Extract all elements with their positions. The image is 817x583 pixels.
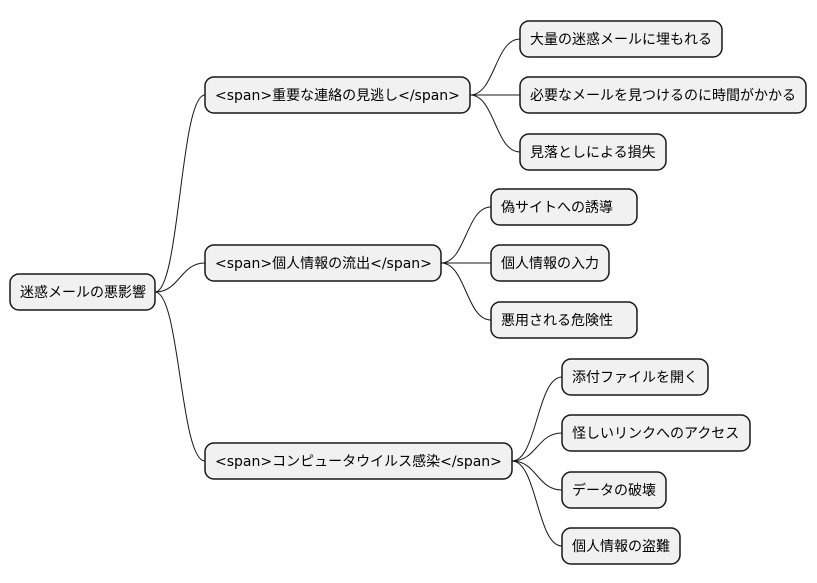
root-node: 迷惑メールの悪影響 [9, 273, 156, 311]
edge-branch-1-child-0 [440, 206, 492, 264]
edge-root-branch-0 [154, 94, 206, 293]
leaf-node-label: 見落としによる損失 [530, 145, 656, 161]
branch-node-label: <span>重要な連絡の見逃し</span> [215, 88, 460, 104]
leaf-node-label: 添付ファイルを開く [572, 370, 698, 386]
edge-branch-2-child-0 [511, 376, 563, 462]
root-node-label: 迷惑メールの悪影響 [20, 284, 146, 301]
leaf-node: データの破壊 [561, 471, 667, 509]
leaf-node-label: 大量の迷惑メールに埋もれる [530, 32, 712, 48]
edge-branch-0-child-2 [469, 94, 521, 153]
leaf-node: 個人情報の盗難 [561, 527, 681, 565]
leaf-node-label: データの破壊 [572, 482, 656, 499]
leaf-node: 見落としによる損失 [519, 133, 667, 171]
leaf-node-label: 偽サイトへの誘導 [501, 200, 613, 216]
edge-root-branch-2 [154, 291, 206, 462]
leaf-node-label: 必要なメールを見つけるのに時間がかかる [530, 88, 796, 104]
branch-node-missed-contacts: <span>重要な連絡の見逃し</span> [204, 76, 471, 114]
branch-node-personal-info-leak: <span>個人情報の流出</span> [204, 244, 442, 282]
leaf-node-label: 個人情報の盗難 [572, 539, 670, 555]
edge-branch-2-child-3 [511, 460, 563, 547]
branch-node-virus-infection: <span>コンピュータウイルス感染</span> [204, 442, 513, 480]
edge-branch-2-child-1 [511, 432, 563, 462]
edge-branch-0-child-0 [469, 38, 521, 96]
edge-branch-2-child-2 [511, 460, 563, 491]
leaf-node: 怪しいリンクへのアクセス [561, 414, 751, 452]
branch-node-label: <span>個人情報の流出</span> [215, 256, 432, 272]
edges [154, 38, 563, 547]
edge-branch-1-child-2 [440, 262, 492, 321]
leaf-node: 悪用される危険性 [490, 301, 638, 339]
leaf-node: 添付ファイルを開く [561, 358, 709, 396]
leaf-node-label: 怪しいリンクへのアクセス [572, 426, 739, 442]
leaf-node: 必要なメールを見つけるのに時間がかかる [519, 76, 807, 114]
leaf-node-label: 個人情報の入力 [501, 256, 599, 272]
edge-root-branch-1 [154, 262, 206, 293]
leaf-node-label: 悪用される危険性 [501, 313, 613, 329]
leaf-node: 偽サイトへの誘導 [490, 188, 638, 226]
branch-node-label: <span>コンピュータウイルス感染</span> [215, 453, 502, 470]
leaf-node: 大量の迷惑メールに埋もれる [519, 20, 723, 58]
leaf-node: 個人情報の入力 [490, 244, 610, 282]
